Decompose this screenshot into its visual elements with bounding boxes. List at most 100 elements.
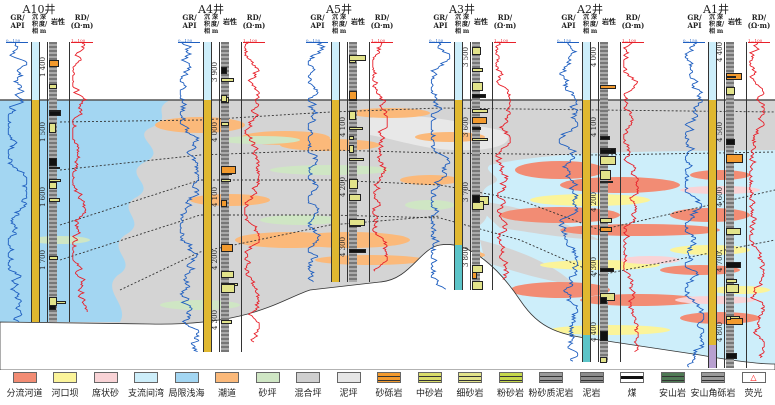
lithology-bed [726,283,740,294]
lithology-bed [472,109,489,113]
lithology-bed [49,181,57,189]
column-divider [31,42,32,322]
lithology-bed [49,198,60,202]
depth-label: 3 900 [211,61,219,82]
gr-log-curve [179,41,200,353]
legend-label: 粉砂质泥岩 [528,389,574,399]
lithology-bed [221,66,228,75]
legend-item: △荧光 [731,372,775,399]
lithology-header: 岩性 [602,17,616,26]
basement-facies-strip [582,335,590,362]
lithology-bed [49,122,57,133]
lithology-bed [600,218,613,223]
depth-header: 深度/ m [462,14,471,35]
legend-swatch: △ [741,372,766,383]
gr-header: GR/ API [182,13,197,30]
legend-label: 安山岩 [658,389,686,399]
depth-label: 4 100 [590,116,598,137]
legend-swatch [134,372,158,383]
sand-body-lens [160,300,240,310]
lithology-bed [349,157,364,162]
lithology-bed [472,117,487,125]
legend-swatch [701,372,725,383]
sand-body-lens [510,282,610,298]
lithology-column [726,42,734,368]
well-title: A4井 [198,3,224,16]
legend-swatch [296,372,320,383]
depth-label: 4 600 [716,186,724,207]
column-divider [582,42,583,362]
depth-label: 4 400 [716,41,724,62]
depth-label: 4 000 [211,121,219,142]
lithology-bed [349,60,357,64]
gr-log-curve [558,41,579,362]
correlation-line [119,215,441,291]
correlation-line [59,149,775,171]
facies-header: 沉积相 [708,14,715,35]
lithology-bed [600,84,616,90]
depth-label: 1 400 [39,56,47,77]
lithology-bed [472,68,483,72]
column-divider [746,42,747,368]
lithology-bed [600,169,612,180]
well-title: A10井 [22,3,56,16]
lithology-header: 岩性 [351,17,365,26]
legend-item: 支流间湾 [124,372,169,399]
lithology-column [472,42,480,290]
depth-label: 4 800 [716,321,724,342]
legend-label: 局限浅海 [168,389,205,399]
legend-item: 砂砾岩 [367,372,412,399]
legend-item: 安山角砾岩 [691,372,736,399]
sand-body-lens [405,200,455,210]
lithology-bed [349,55,366,62]
depth-label: 4 400 [590,321,598,342]
lithology-bed [221,244,233,253]
legend-item: 席状砂 [83,372,128,399]
lithology-bed [726,315,732,321]
column-divider [219,42,220,352]
well-title: A3井 [449,3,475,16]
legend-swatch [458,372,482,383]
lithology-bed [600,330,609,341]
rd-header: RD/ (Ω·m) [621,13,645,30]
lithology-bed [49,297,57,307]
depth-label: 1 600 [39,186,47,207]
column-divider [47,42,48,322]
legend-item: 砂坪 [245,372,290,399]
lithology-bed [726,352,738,359]
rd-log-curve [371,41,388,272]
depth-label: 4 200 [590,191,598,212]
lithology-bed [472,201,485,211]
legend-label: 中砂岩 [415,389,443,399]
legend-label: 泥坪 [339,389,358,399]
legend-label: 砂坪 [258,389,277,399]
depth-label: 4 100 [339,116,347,137]
cross-section [0,99,775,370]
lithology-bed [49,83,57,90]
lithology-bed [472,281,484,290]
depth-label: 3 700 [462,181,470,202]
legend-swatch [498,372,523,383]
rd-log-curve [71,41,88,312]
lithology-column [221,42,229,352]
depth-label: 4 300 [339,236,347,257]
sand-body-lens [350,108,430,118]
well-title: A1井 [703,3,729,16]
rd-scale: 1—100 [371,38,393,43]
lithology-bed [726,228,742,235]
gr-header: GR/ API [561,13,576,30]
depth-label: 4 300 [211,309,219,330]
legend-item: 煤 [610,372,655,399]
lithology-bed [349,193,362,202]
legend-item: 泥坪 [326,372,371,399]
column-divider [620,42,621,362]
legend-item: 潮道 [205,372,250,399]
lithology-bed [472,194,481,203]
facies-column [454,42,462,100]
facies-strip [331,100,339,282]
rd-log-curve [622,41,639,352]
column-divider [369,42,370,282]
lithology-bed [349,136,355,140]
gr-header: GR/ API [310,13,325,30]
rd-header: RD/ (Ω·m) [242,13,266,30]
